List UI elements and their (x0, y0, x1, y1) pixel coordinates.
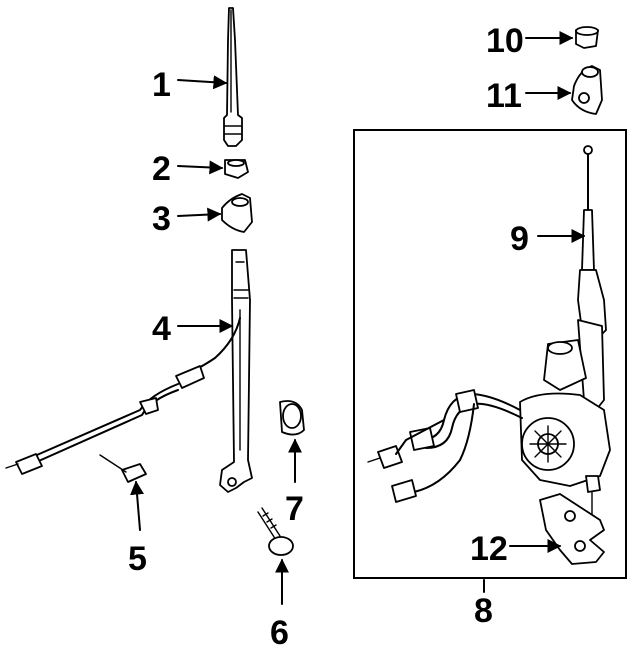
antenna-mast-part (223, 7, 243, 147)
power-mast-part (577, 145, 607, 341)
leader-arrow-5 (130, 480, 145, 531)
leader-arrow-3 (177, 207, 222, 222)
mast-bezel-part (571, 65, 603, 115)
antenna-nut-part (224, 159, 249, 179)
callout-4: 4 (152, 310, 171, 348)
antenna-motor-part (519, 319, 611, 527)
leader-arrows (130, 31, 586, 605)
cap-nut-part (575, 26, 599, 49)
mounting-screw-part (257, 507, 294, 556)
leader-arrow-1 (177, 75, 228, 90)
antenna-cable-part (5, 317, 241, 483)
antenna-bezel-part (221, 193, 253, 233)
callout-9: 9 (510, 220, 529, 258)
callout-1: 1 (152, 66, 171, 104)
antenna-tube-part (219, 249, 253, 493)
power-antenna-assembly-box (353, 129, 627, 579)
callout-2: 2 (152, 150, 171, 188)
callout-7: 7 (285, 490, 304, 528)
callout-11: 11 (486, 77, 522, 115)
grommet-part (279, 400, 305, 436)
motor-wiring-harness (367, 389, 523, 503)
callout-6: 6 (270, 614, 289, 652)
callout-8: 8 (474, 592, 493, 630)
leader-arrow-2 (177, 160, 224, 175)
callout-10: 10 (486, 22, 524, 60)
callout-5: 5 (128, 540, 147, 578)
callout-3: 3 (152, 200, 171, 238)
callout-12: 12 (470, 530, 508, 568)
mounting-bracket-part (539, 493, 605, 565)
